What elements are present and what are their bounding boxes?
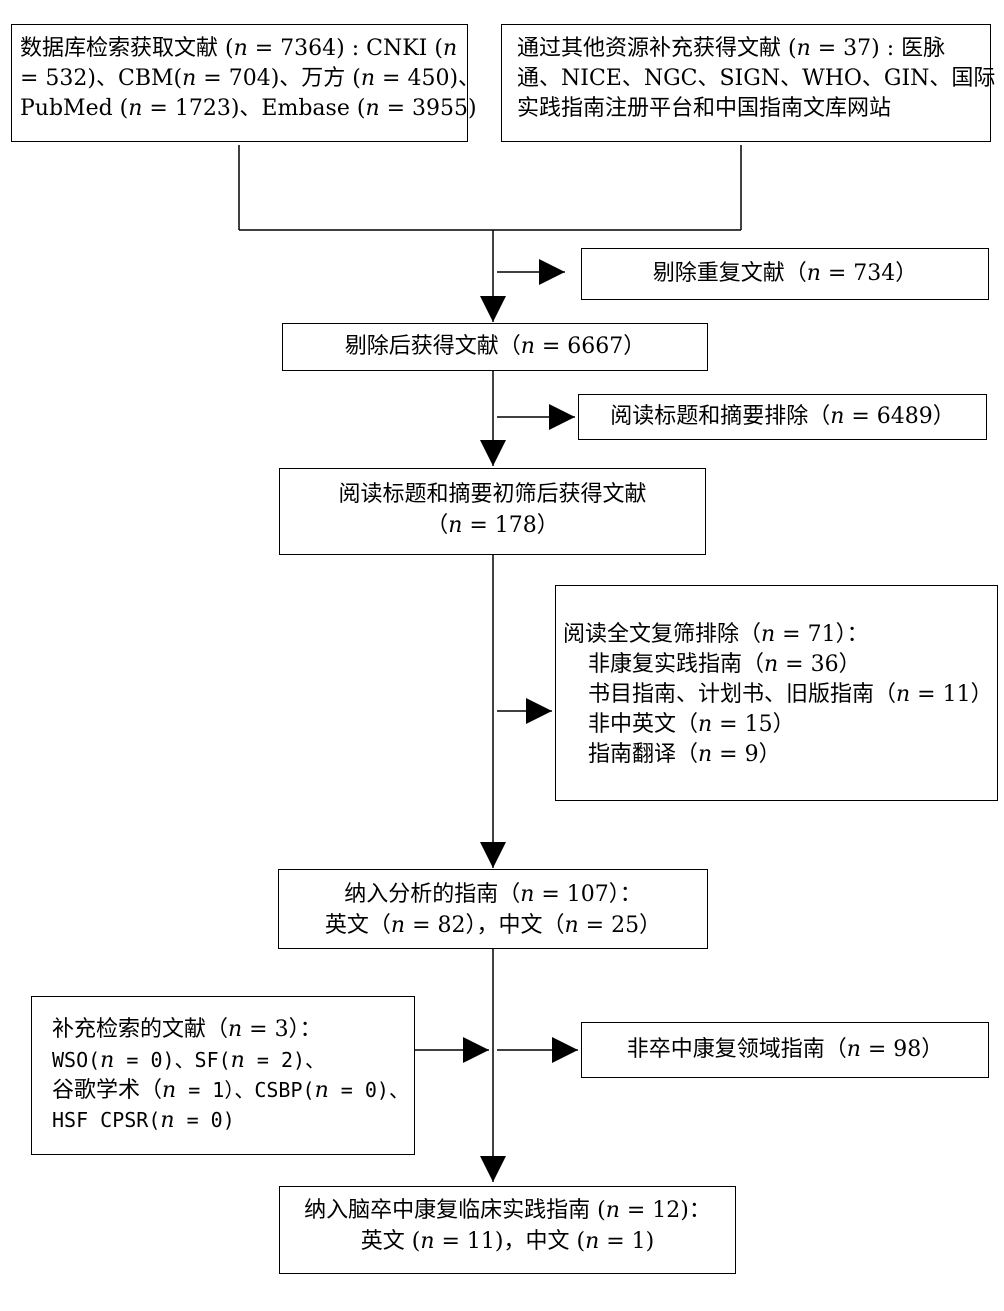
other-line3: 实践指南注册平台和中国指南文库网站 [517, 96, 892, 121]
db-line1: 数据库检索获取文献 (n = 7364) : CNKI (n [20, 36, 458, 61]
screened-line1: 阅读标题和摘要初筛后获得文献 [338, 482, 647, 507]
after-dedup-text: 剔除后获得文献（n = 6667） [344, 334, 646, 359]
box-title-abstract-excluded [578, 394, 987, 440]
fulltext-excl-item: 非康复实践指南（n = 36） [588, 652, 861, 677]
title-excl-text: 阅读标题和摘要排除（n = 6489） [610, 404, 955, 429]
screened-line2: （n = 178） [426, 513, 559, 538]
duplicates-text: 剔除重复文献（n = 734） [652, 261, 918, 286]
fulltext-excl-title: 阅读全文复筛排除（n = 71）： [563, 622, 869, 647]
supplement-line1: 补充检索的文献（n = 3）： [52, 1017, 322, 1042]
supplement-line3: 谷歌学术（n = 1）、CSBP(n = 0)、 [52, 1078, 409, 1103]
final-line1: 纳入脑卒中康复临床实践指南 (n = 12)： [304, 1198, 711, 1223]
supplement-line4: HSF CPSR(n = 0) [52, 1108, 235, 1133]
other-line2: 通、NICE、NGC、SIGN、WHO、GIN、国际 [517, 66, 996, 91]
final-line2: 英文 (n = 11)，中文 (n = 1) [360, 1229, 655, 1254]
included-line2: 英文（n = 82），中文（n = 25） [324, 913, 662, 938]
db-line3: PubMed (n = 1723)、Embase (n = 3955) [20, 96, 477, 121]
fulltext-excl-item: 书目指南、计划书、旧版指南（n = 11） [588, 682, 993, 707]
box-after-dedup [282, 323, 708, 371]
box-final-included [279, 1186, 736, 1274]
fulltext-excl-item: 指南翻译（n = 9） [588, 742, 781, 767]
box-duplicates-removed [581, 248, 989, 300]
box-screened [279, 468, 706, 555]
box-supplementary-search [31, 996, 415, 1155]
included-line1: 纳入分析的指南（n = 107）： [344, 882, 642, 907]
supplement-line2: WSO(n = 0)、SF(n = 2)、 [52, 1048, 326, 1073]
db-line2: = 532)、CBM(n = 704)、万方 (n = 450)、 [20, 66, 481, 91]
other-line1: 通过其他资源补充获得文献 (n = 37) : 医脉 [517, 36, 946, 61]
box-non-stroke-excluded [581, 1022, 989, 1078]
non-stroke-text: 非卒中康复领域指南（n = 98） [626, 1037, 944, 1062]
box-fulltext-excluded [555, 585, 998, 801]
box-included-analysis [278, 869, 708, 949]
box-other-sources [501, 24, 991, 142]
box-database-search [11, 24, 468, 142]
fulltext-excl-item: 非中英文（n = 15） [588, 712, 795, 737]
